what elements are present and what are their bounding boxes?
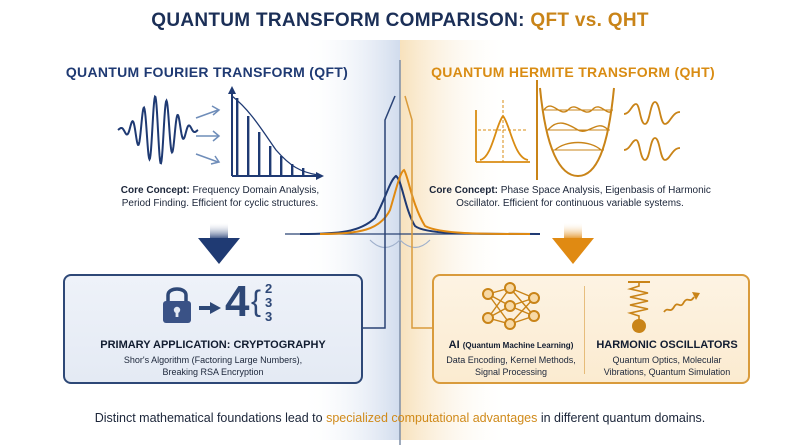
qft-concept-label: Core Concept: — [120, 185, 190, 196]
wave-arrow-icon — [663, 292, 700, 313]
osc-line2: Vibrations, Quantum Simulation — [603, 367, 731, 377]
qft-application-box: 4 { 2 3 3 PRIMARY APPLICATION: CRYPTOGRA… — [63, 274, 363, 384]
qht-concept-line1: Phase Space Analysis, Eigenbasis of Harm… — [500, 185, 711, 196]
ai-line1: Data Encoding, Kernel Methods, — [446, 355, 576, 365]
page-title: QUANTUM TRANSFORM COMPARISON: QFT vs. QH… — [0, 10, 800, 32]
qht-application-box: AI (Quantum Machine Learning) Data Encod… — [432, 274, 750, 384]
footer-part1: Distinct mathematical foundations lead t… — [94, 411, 323, 425]
spectrum-bar — [291, 164, 294, 176]
osc-title: HARMONIC OSCILLATORS — [596, 339, 738, 351]
box-divider — [584, 286, 585, 374]
title-main: QUANTUM TRANSFORM COMPARISON: — [151, 10, 525, 31]
spectrum-bar — [280, 156, 283, 176]
factor: 3 — [265, 295, 273, 310]
ai-desc: Data Encoding, Kernel Methods, Signal Pr… — [438, 354, 584, 378]
qft-application-line2: Breaking RSA Encryption — [162, 367, 264, 377]
footer-part2: in different quantum domains. — [540, 411, 706, 425]
lock-icon — [163, 287, 191, 323]
osc-line1: Quantum Optics, Molecular — [612, 355, 722, 365]
qft-concept: Core Concept: Frequency Domain Analysis,… — [90, 184, 350, 210]
spectrum-bar — [269, 146, 272, 176]
qht-concept: Core Concept: Phase Space Analysis, Eige… — [420, 184, 720, 210]
qht-concept-line2: Oscillator. Efficient for continuous var… — [456, 198, 684, 209]
neural-network-icon — [482, 282, 540, 330]
title-accent: QFT vs. QHT — [530, 10, 649, 31]
ai-line2: Signal Processing — [474, 367, 548, 377]
ai-title: AI (Quantum Machine Learning) — [438, 339, 584, 351]
spring-icon — [627, 281, 650, 333]
osc-desc: Quantum Optics, Molecular Vibrations, Qu… — [586, 354, 748, 378]
qft-heading: QUANTUM FOURIER TRANSFORM (QFT) — [65, 64, 349, 80]
spectrum-bar — [258, 132, 261, 176]
ai-title-sub: (Quantum Machine Learning) — [462, 341, 574, 350]
footer-highlight: specialized computational advantages — [326, 411, 538, 425]
qft-concept-line1: Frequency Domain Analysis, — [192, 185, 320, 196]
brace-icon: { — [251, 285, 262, 318]
ai-title-main: AI — [448, 339, 460, 351]
spectrum-bar — [302, 168, 305, 176]
qht-concept-label: Core Concept: — [429, 185, 498, 196]
composite-number: 4 — [225, 277, 250, 326]
qht-heading: QUANTUM HERMITE TRANSFORM (QHT) — [431, 64, 715, 80]
footer-caption: Distinct mathematical foundations lead t… — [0, 411, 800, 425]
spectrum-bar — [247, 116, 250, 176]
qft-application-line1: Shor's Algorithm (Factoring Large Number… — [123, 355, 303, 365]
factor: 2 — [265, 281, 273, 296]
prime-factors: 2 3 3 — [265, 282, 272, 324]
qft-application-desc: Shor's Algorithm (Factoring Large Number… — [65, 354, 361, 378]
arrow-right-icon — [199, 302, 221, 314]
qft-application-title: PRIMARY APPLICATION: CRYPTOGRAPHY — [100, 339, 326, 351]
spectrum-bar — [236, 98, 239, 176]
qft-concept-line2: Period Finding. Efficient for cyclic str… — [121, 198, 319, 209]
factor: 3 — [265, 309, 273, 324]
